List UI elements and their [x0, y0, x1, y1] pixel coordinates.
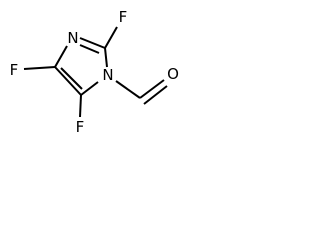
atom-f2: F — [119, 8, 128, 26]
bond-c5-n1 — [80, 81, 99, 96]
bond-c2-n3-second — [79, 44, 100, 54]
bonds — [23, 26, 168, 118]
atom-f5: F — [76, 118, 85, 136]
molecule-structure: N N F F F O — [10, 8, 179, 136]
bond-c5-f — [79, 94, 82, 118]
atom-labels: N N F F F O — [10, 8, 179, 136]
atom-n3: N — [67, 29, 78, 47]
bond-cho-o — [139, 79, 165, 99]
bond-n3-c4 — [54, 45, 68, 68]
bond-c2-n3 — [79, 37, 106, 49]
bond-cho-o-second — [143, 85, 168, 105]
bond-c4-c5-second — [60, 67, 83, 90]
bond-c2-f — [104, 26, 118, 49]
bond-n1-cho — [115, 80, 141, 99]
atom-f4: F — [10, 61, 19, 79]
atom-o: O — [167, 65, 179, 83]
bond-c4-c5 — [54, 66, 82, 96]
atom-n1: N — [102, 66, 113, 84]
bond-c4-f — [23, 66, 56, 70]
bond-n1-c2 — [104, 47, 108, 68]
